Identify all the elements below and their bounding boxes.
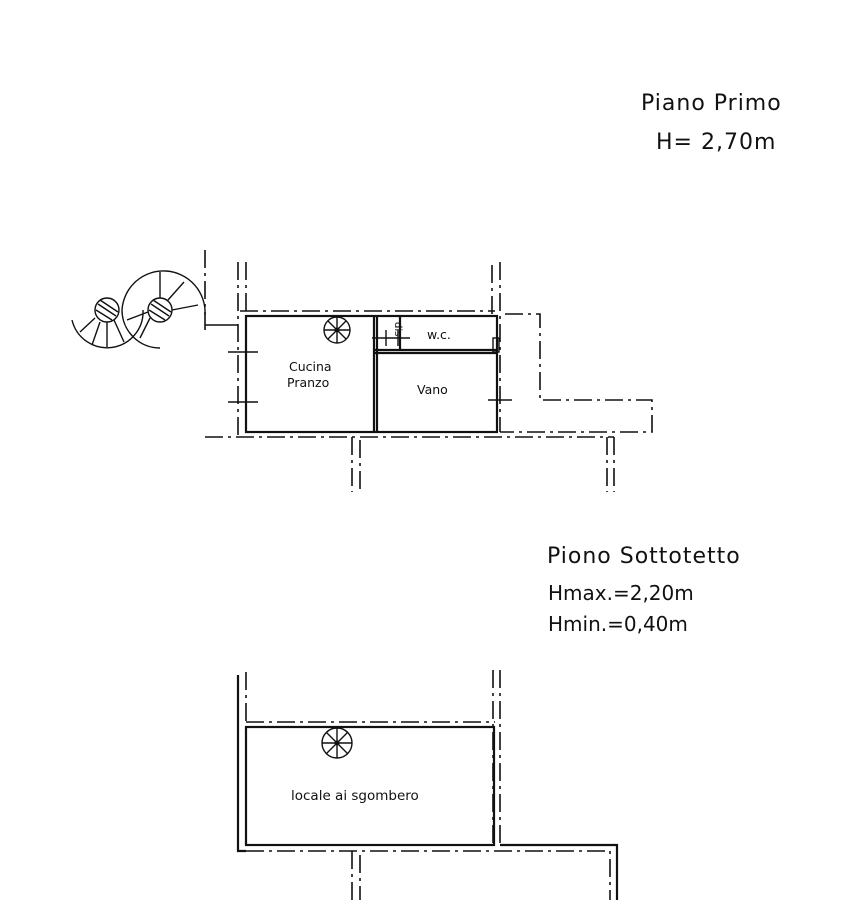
room-label-vano: Vano	[417, 382, 448, 397]
attic-title: Piono Sottotetto	[547, 544, 741, 569]
room-label-pranzo: Pranzo	[287, 375, 329, 390]
attic-hmax: Hmax.=2,20m	[548, 581, 694, 605]
spiral-stair-icon	[321, 727, 353, 759]
room-label-dis: dis.	[392, 322, 403, 340]
attic-hmin: Hmin.=0,40m	[548, 612, 688, 636]
first-floor-plan: Cucina Pranzo dis. w.c. Vano	[71, 250, 653, 492]
room-label-wc: w.c.	[427, 327, 451, 342]
first-floor-height: H= 2,70m	[656, 130, 776, 155]
spiral-stair-icon	[323, 316, 351, 344]
room-label-cucina: Cucina	[289, 359, 332, 374]
room-label-storage: locale ai sgombero	[291, 788, 419, 804]
attic-plan: locale ai sgombero	[236, 670, 619, 900]
spiral-staircase-icon	[71, 270, 206, 349]
first-floor-title: Piano Primo	[641, 91, 782, 116]
